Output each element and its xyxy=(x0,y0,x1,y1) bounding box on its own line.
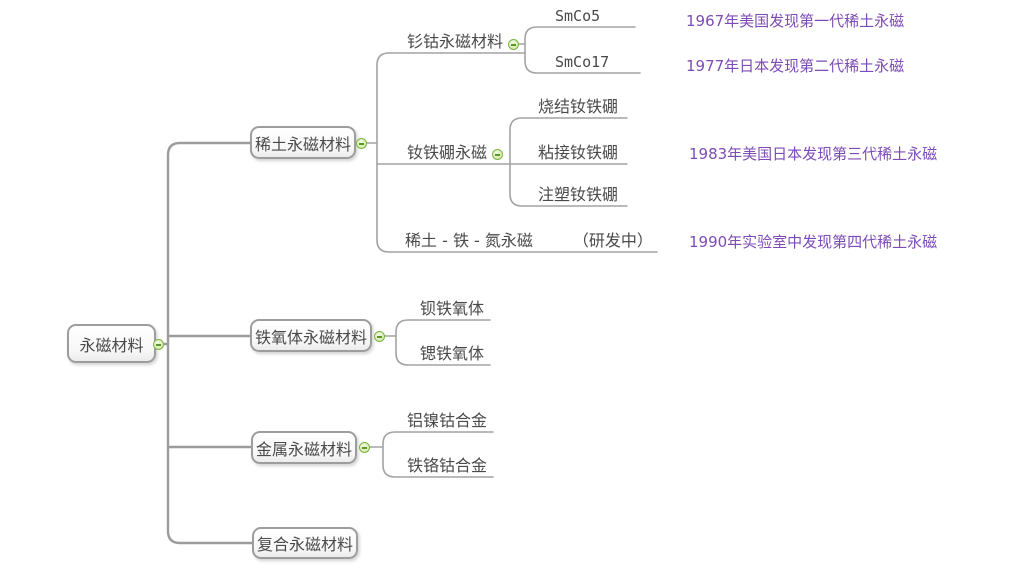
node-alnico[interactable]: 铝镍钴合金 xyxy=(407,411,487,431)
node-strontium-ferrite[interactable]: 锶铁氧体 xyxy=(420,344,484,364)
node-sintered-ndfeb[interactable]: 烧结钕铁硼 xyxy=(538,97,618,117)
node-smco5-label: SmCo5 xyxy=(555,7,601,25)
node-bonded-ndfeb[interactable]: 粘接钕铁硼 xyxy=(538,143,618,163)
annotation-gen4-text: 1990年实验室中发现第四代稀土永磁 xyxy=(689,233,938,251)
node-smco17[interactable]: SmCo17 xyxy=(555,52,609,72)
node-smco5[interactable]: SmCo5 xyxy=(555,6,600,26)
node-re-fe-n[interactable]: 稀土 - 铁 - 氮永磁 （研发中） xyxy=(405,231,653,251)
node-re-fe-n-label: 稀土 - 铁 - 氮永磁 xyxy=(405,231,533,250)
node-ndfeb[interactable]: 钕铁硼永磁 xyxy=(407,143,487,163)
ferrite-children-bracket xyxy=(395,319,491,366)
node-fecrco[interactable]: 铁铬钴合金 xyxy=(407,456,487,476)
collapse-icon-smco[interactable] xyxy=(508,39,519,50)
node-fecrco-label: 铁铬钴合金 xyxy=(407,456,488,475)
collapse-icon-metal[interactable] xyxy=(359,442,370,453)
ndfeb-children-bracket xyxy=(509,117,628,207)
node-root[interactable]: 永磁材料 xyxy=(67,324,156,363)
node-sintered-ndfeb-label: 烧结钕铁硼 xyxy=(538,97,619,116)
node-smco[interactable]: 钐钴永磁材料 xyxy=(407,32,503,52)
trunk-connector xyxy=(166,141,254,545)
node-ferrite-label: 铁氧体永磁材料 xyxy=(254,327,367,347)
collapse-icon-ferrite[interactable] xyxy=(374,331,385,342)
node-bonded-ndfeb-label: 粘接钕铁硼 xyxy=(538,143,619,162)
annotation-gen2[interactable]: 1977年日本发现第二代稀土永磁 xyxy=(686,57,904,75)
annotation-gen3-text: 1983年美国日本发现第三代稀土永磁 xyxy=(689,145,938,163)
annotation-gen1-text: 1967年美国发现第一代稀土永磁 xyxy=(686,12,905,30)
node-smco17-label: SmCo17 xyxy=(555,53,610,71)
collapse-icon-rare-earth[interactable] xyxy=(356,138,367,149)
node-composite[interactable]: 复合永磁材料 xyxy=(252,527,358,559)
annotation-gen4[interactable]: 1990年实验室中发现第四代稀土永磁 xyxy=(689,233,937,251)
node-metal[interactable]: 金属永磁材料 xyxy=(251,431,357,464)
node-barium-ferrite[interactable]: 钡铁氧体 xyxy=(420,299,484,319)
node-ferrite[interactable]: 铁氧体永磁材料 xyxy=(250,319,372,352)
annotation-gen1[interactable]: 1967年美国发现第一代稀土永磁 xyxy=(686,12,904,30)
smco-children-bracket xyxy=(524,26,641,74)
node-rare-earth-label: 稀土永磁材料 xyxy=(254,134,351,154)
node-re-fe-n-status: （研发中） xyxy=(572,231,653,250)
node-smco-label: 钐钴永磁材料 xyxy=(407,32,504,51)
node-root-label: 永磁材料 xyxy=(79,335,144,355)
annotation-gen2-text: 1977年日本发现第二代稀土永磁 xyxy=(686,57,905,75)
metal-children-bracket xyxy=(382,431,494,478)
node-injection-ndfeb-label: 注塑钕铁硼 xyxy=(538,185,619,204)
collapse-icon-root[interactable] xyxy=(153,339,164,350)
collapse-icon-ndfeb[interactable] xyxy=(492,149,503,160)
node-alnico-label: 铝镍钴合金 xyxy=(407,411,488,430)
rare-earth-children-bracket xyxy=(376,52,658,253)
node-barium-ferrite-label: 钡铁氧体 xyxy=(420,299,485,318)
node-rare-earth[interactable]: 稀土永磁材料 xyxy=(250,126,356,159)
node-strontium-ferrite-label: 锶铁氧体 xyxy=(420,344,485,363)
node-ndfeb-label: 钕铁硼永磁 xyxy=(407,143,488,162)
annotation-gen3[interactable]: 1983年美国日本发现第三代稀土永磁 xyxy=(689,145,937,163)
node-composite-label: 复合永磁材料 xyxy=(256,535,353,554)
node-injection-ndfeb[interactable]: 注塑钕铁硼 xyxy=(538,185,618,205)
node-metal-label: 金属永磁材料 xyxy=(255,439,352,459)
